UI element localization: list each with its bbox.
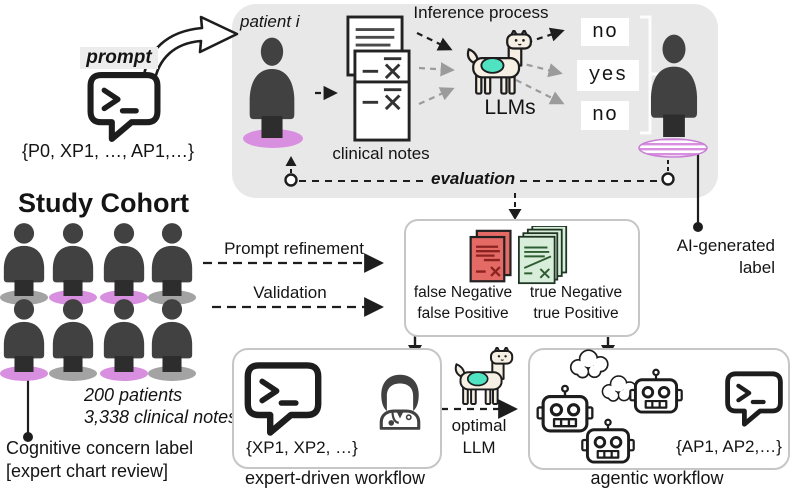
inference-panel bbox=[232, 4, 718, 198]
cohort-ellipse bbox=[0, 366, 48, 381]
validation-label: Validation bbox=[253, 283, 327, 302]
cohort-label-line bbox=[23, 378, 33, 442]
cohort-person-icon bbox=[45, 222, 101, 296]
optimal-llama-icon bbox=[452, 347, 526, 408]
true-results-label: true Negative true Positive bbox=[520, 282, 632, 324]
cohort-person-icon bbox=[144, 222, 200, 296]
doctor-icon bbox=[370, 369, 430, 433]
patient-person-icon bbox=[241, 36, 303, 138]
optimal-llm-label-line1: optimal bbox=[451, 416, 507, 435]
true-positive-text: true Positive bbox=[533, 305, 619, 322]
prompt-bubble-icon bbox=[86, 70, 162, 144]
ai-generated-label-line1: AI-generated bbox=[676, 236, 775, 255]
agentic-prompt-set: {AP1, AP2,…} bbox=[676, 437, 782, 456]
robot-icon bbox=[580, 418, 636, 465]
cohort-person-icon bbox=[144, 298, 200, 372]
cohort-title: Study Cohort bbox=[18, 188, 189, 218]
inference-title: Inference process bbox=[413, 3, 549, 22]
false-results-doc-icon bbox=[468, 229, 514, 284]
cohort-person-icon bbox=[45, 298, 101, 372]
output-chip-no-1: no bbox=[581, 18, 629, 46]
cohort-stat-notes: 3,338 clinical notes bbox=[84, 407, 238, 427]
llama-icon bbox=[464, 30, 546, 98]
ai-generated-label-line2: label bbox=[739, 258, 775, 277]
llms-label: LLMs bbox=[484, 96, 536, 119]
prompt-refinement-label: Prompt refinement bbox=[224, 239, 364, 258]
prompt-label: prompt bbox=[80, 47, 158, 69]
prompt-set: {P0, XP1, …, AP1,…} bbox=[21, 141, 195, 161]
expert-prompt-set: {XP1, XP2, …} bbox=[246, 438, 358, 457]
optimal-llm-label-line2: LLM bbox=[462, 438, 496, 457]
clinical-note-icon bbox=[351, 80, 413, 142]
false-results-label: false Negative false Positive bbox=[408, 282, 518, 324]
patient-label: patient i bbox=[240, 12, 300, 31]
expert-prompt-bubble-icon bbox=[243, 360, 323, 438]
output-chip-yes: yes bbox=[577, 60, 639, 91]
cohort-stat-patients: 200 patients bbox=[84, 385, 183, 405]
cohort-ellipse bbox=[49, 290, 97, 305]
notes-to-llm-arrows bbox=[416, 32, 455, 106]
evaluation-to-results-arrow bbox=[508, 193, 522, 220]
true-results-doc-icon bbox=[518, 226, 568, 285]
cohort-label-line1: Cognitive concern label bbox=[6, 438, 194, 458]
ai-person-striped-ellipse bbox=[638, 138, 708, 158]
agentic-workflow-caption: agentic workflow bbox=[590, 468, 724, 488]
robot-icon bbox=[628, 368, 684, 415]
cohort-ellipse bbox=[100, 366, 148, 381]
llm-to-output-arrows bbox=[515, 27, 565, 105]
cohort-ellipse bbox=[100, 290, 148, 305]
clinical-notes-label: clinical notes bbox=[332, 144, 430, 163]
false-positive-text: false Positive bbox=[417, 305, 509, 322]
cohort-label-line2: [expert chart review] bbox=[6, 461, 169, 481]
agentic-prompt-bubble-icon bbox=[724, 368, 784, 430]
cohort-ellipse bbox=[0, 290, 48, 305]
ai-label-line bbox=[693, 153, 703, 232]
cohort-ellipse bbox=[49, 366, 97, 381]
cohort-ellipse bbox=[148, 366, 196, 381]
ai-person-icon bbox=[642, 33, 706, 137]
expert-workflow-caption: expert-driven workflow bbox=[244, 468, 426, 488]
true-negative-text: true Negative bbox=[529, 284, 623, 301]
false-negative-text: false Negative bbox=[413, 284, 513, 301]
patient-ellipse bbox=[243, 129, 303, 148]
evaluation-label: evaluation bbox=[426, 169, 521, 189]
cohort-ellipse bbox=[148, 290, 196, 305]
output-chip-no-2: no bbox=[581, 101, 629, 130]
